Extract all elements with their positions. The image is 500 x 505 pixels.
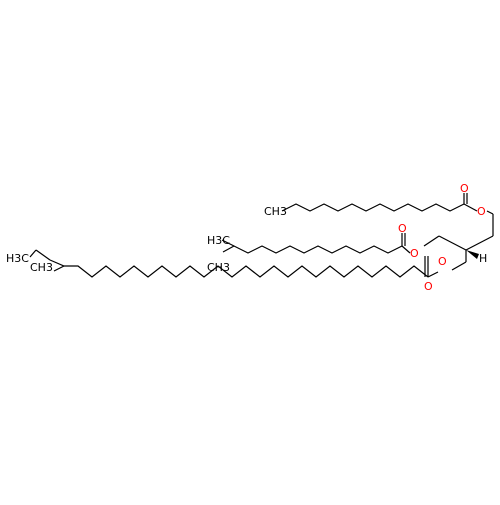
chain-2-bonds <box>221 233 411 254</box>
chain-1-bonds <box>281 193 494 236</box>
methyl-label: CH3 <box>264 205 287 218</box>
atom-labels: O O O O O O H CH3 H3C CH3 H3C CH3 <box>6 182 487 293</box>
hydrogen-label: H <box>479 252 487 265</box>
methyl-label: CH3 <box>207 261 230 274</box>
oxygen-label: O <box>410 247 419 260</box>
methyl-label: H3C <box>6 252 29 265</box>
methyl-label: CH3 <box>30 261 53 274</box>
stereo-wedge <box>466 250 479 259</box>
oxygen-label: O <box>460 182 469 195</box>
oxygen-label: O <box>424 280 433 293</box>
methyl-label: H3C <box>207 234 230 247</box>
oxygen-label: O <box>477 205 486 218</box>
chain-3-bonds <box>29 249 439 278</box>
oxygen-label: O <box>438 255 447 268</box>
glycerol-backbone-bonds <box>423 235 494 271</box>
oxygen-label: O <box>398 222 407 235</box>
